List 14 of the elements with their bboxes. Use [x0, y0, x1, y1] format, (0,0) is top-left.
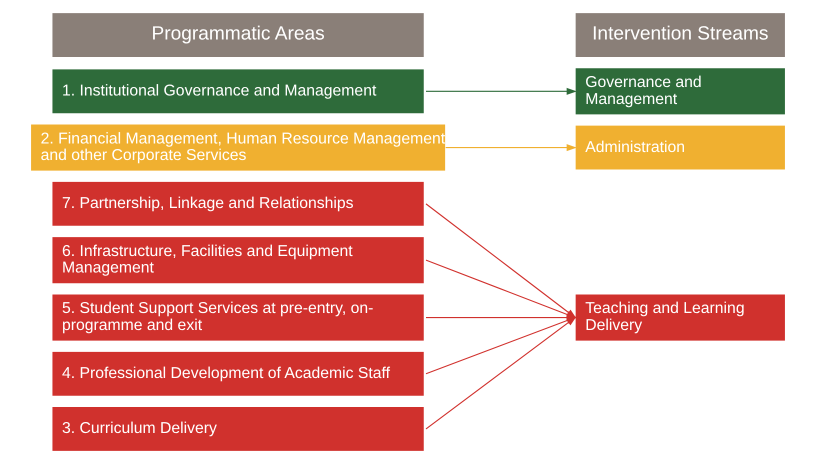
arrow — [446, 144, 577, 152]
node-box: 1. Institutional Governance and Management — [51, 68, 425, 114]
node-box: Intervention Streams — [574, 12, 786, 58]
node-box: Administration — [574, 124, 786, 171]
node-box: 5. Student Support Services at pre-entry, on-programme and exit — [51, 293, 425, 342]
node-box: 4. Professional Development of Academic Staff — [51, 350, 425, 397]
node-box: 7. Partnership, Linkage and Relationships — [51, 180, 425, 227]
node-box: Programmatic Areas — [51, 12, 425, 58]
node-box: Governance and Management — [574, 67, 786, 116]
node-box: Teaching and Learning Delivery — [574, 293, 786, 342]
node-box: 2. Financial Management, Human Resource Management and other Corporate Services — [30, 123, 446, 172]
node-box: 6. Infrastructure, Facilities and Equipment Management — [51, 236, 425, 284]
arrow — [426, 88, 577, 95]
node-box: 3. Curriculum Delivery — [51, 406, 425, 452]
